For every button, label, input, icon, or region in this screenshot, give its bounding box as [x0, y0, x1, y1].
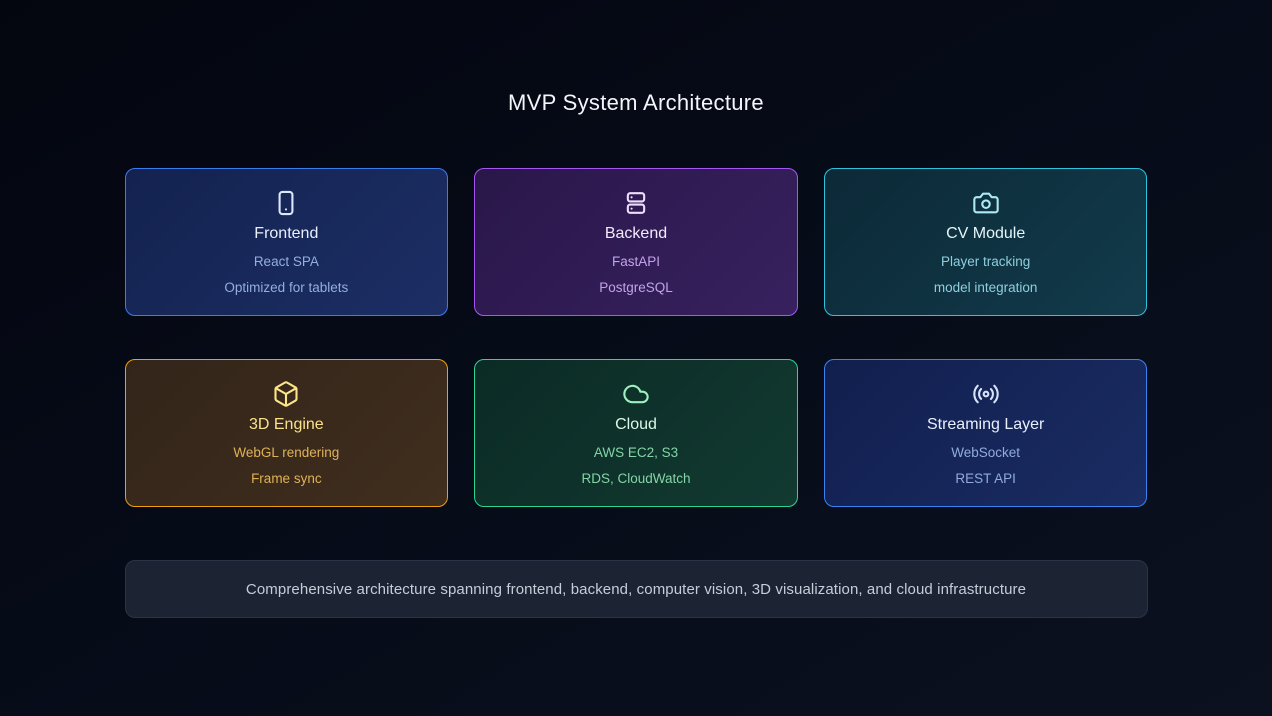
card-detail-line-1: Player tracking: [941, 254, 1031, 269]
card-detail-line-1: AWS EC2, S3: [593, 445, 679, 460]
card-frontend: Frontend React SPA Optimized for tablets: [124, 168, 449, 316]
card-detail-line-2: REST API: [955, 471, 1016, 486]
card-detail-line-1: WebGL rendering: [233, 445, 340, 460]
card-3d-engine: 3D Engine WebGL rendering Frame sync: [124, 359, 449, 507]
card-cv-module: CV Module Player tracking model integrat…: [823, 168, 1148, 316]
camera-icon: [972, 189, 1000, 217]
summary-banner: Comprehensive architecture spanning fron…: [124, 560, 1148, 618]
card-title: 3D Engine: [248, 416, 324, 433]
card-detail-line-2: Optimized for tablets: [224, 280, 349, 295]
cube-icon: [272, 380, 300, 408]
tablet-icon: [272, 189, 300, 217]
page-title: MVP System Architecture: [508, 90, 764, 115]
cloud-icon: [622, 380, 650, 408]
card-detail-line-2: Frame sync: [251, 471, 322, 486]
card-cloud: Cloud AWS EC2, S3 RDS, CloudWatch: [474, 359, 798, 507]
architecture-page: MVP System Architecture Frontend React S…: [124, 0, 1148, 618]
card-detail-line-2: model integration: [933, 280, 1038, 295]
card-title: Streaming Layer: [926, 416, 1045, 433]
server-icon: [622, 189, 650, 217]
card-backend: Backend FastAPI PostgreSQL: [474, 168, 798, 316]
card-detail-line-1: React SPA: [253, 254, 319, 269]
card-detail-line-2: RDS, CloudWatch: [581, 471, 691, 486]
architecture-grid: Frontend React SPA Optimized for tablets…: [124, 168, 1148, 507]
card-title: CV Module: [946, 225, 1026, 242]
card-streaming-layer: Streaming Layer WebSocket REST API: [823, 359, 1148, 507]
card-detail-line-2: PostgreSQL: [599, 280, 673, 295]
broadcast-icon: [972, 380, 1000, 408]
card-detail-line-1: WebSocket: [951, 445, 1021, 460]
card-title: Cloud: [615, 416, 657, 433]
card-title: Frontend: [254, 225, 319, 242]
summary-text: Comprehensive architecture spanning fron…: [245, 580, 1027, 598]
card-title: Backend: [604, 225, 668, 242]
card-detail-line-1: FastAPI: [611, 254, 660, 269]
